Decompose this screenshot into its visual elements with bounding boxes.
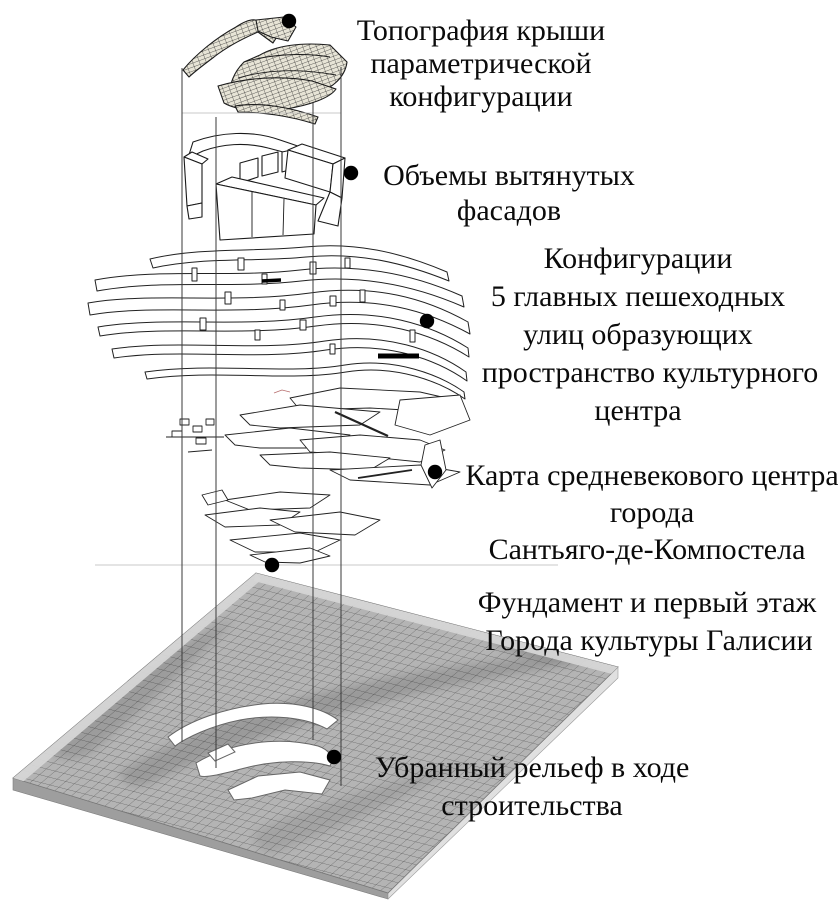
label-line: параметрической	[370, 47, 591, 80]
label-line: конфигурации	[389, 80, 572, 113]
streets-layer	[87, 245, 471, 400]
label-line: Сантьяго-де-Компостела	[489, 533, 806, 566]
label-facade-volumes: Объемы вытянутых фасадов	[383, 159, 635, 227]
layer-marker-dot	[281, 13, 297, 29]
label-line: Объемы вытянутых	[383, 159, 635, 192]
layer-marker-dot	[427, 464, 443, 480]
level-reference-lines	[95, 112, 558, 566]
roof-topography-layer	[182, 16, 348, 125]
label-medieval-map: Карта средневекового центра города Санть…	[465, 459, 838, 566]
label-line: 5 главных пешеходных	[491, 280, 785, 313]
label-line: Карта средневекового центра	[465, 459, 838, 492]
label-line: Фундамент и первый этаж	[478, 586, 817, 619]
label-street-configurations: Конфигурации 5 главных пешеходных улиц о…	[482, 242, 819, 427]
map-left-blocks	[166, 418, 224, 453]
city-map-layer	[166, 387, 471, 564]
excavation-outline	[167, 702, 339, 801]
label-line: пространство культурного	[482, 356, 819, 389]
labels: Топография крыши параметрической конфигу…	[357, 14, 838, 822]
label-roof-topography: Топография крыши параметрической конфигу…	[357, 14, 605, 113]
label-line: строительства	[441, 789, 622, 822]
layer-marker-dot	[419, 313, 435, 329]
layer-marker-dot	[343, 165, 359, 181]
terrain-shading	[13, 573, 618, 853]
label-foundation: Фундамент и первый этаж Города культуры …	[478, 586, 817, 657]
label-line: фасадов	[457, 194, 561, 227]
layer-markers	[264, 13, 443, 765]
street-connectors	[191, 257, 416, 355]
label-line: Города культуры Галисии	[485, 624, 812, 657]
facade-volumes-layer	[183, 132, 346, 241]
map-red-mark	[273, 389, 291, 394]
terrain-edge-strip-left	[13, 573, 261, 785]
layer-marker-dot	[264, 557, 280, 573]
projection-lines	[181, 67, 342, 786]
label-line: центра	[594, 394, 681, 427]
label-line: улиц образующих	[523, 318, 753, 351]
terrain-base	[12, 572, 619, 900]
label-line: Убранный рельеф в ходе	[375, 751, 690, 784]
label-removed-relief: Убранный рельеф в ходе строительства	[375, 751, 690, 822]
street-accent-dash	[261, 278, 282, 283]
label-line: города	[610, 496, 694, 529]
terrain-edge-strip-right	[254, 573, 618, 675]
layer-marker-dot	[326, 749, 342, 765]
label-line: Конфигурации	[544, 242, 733, 275]
label-line: Топография крыши	[357, 14, 605, 47]
